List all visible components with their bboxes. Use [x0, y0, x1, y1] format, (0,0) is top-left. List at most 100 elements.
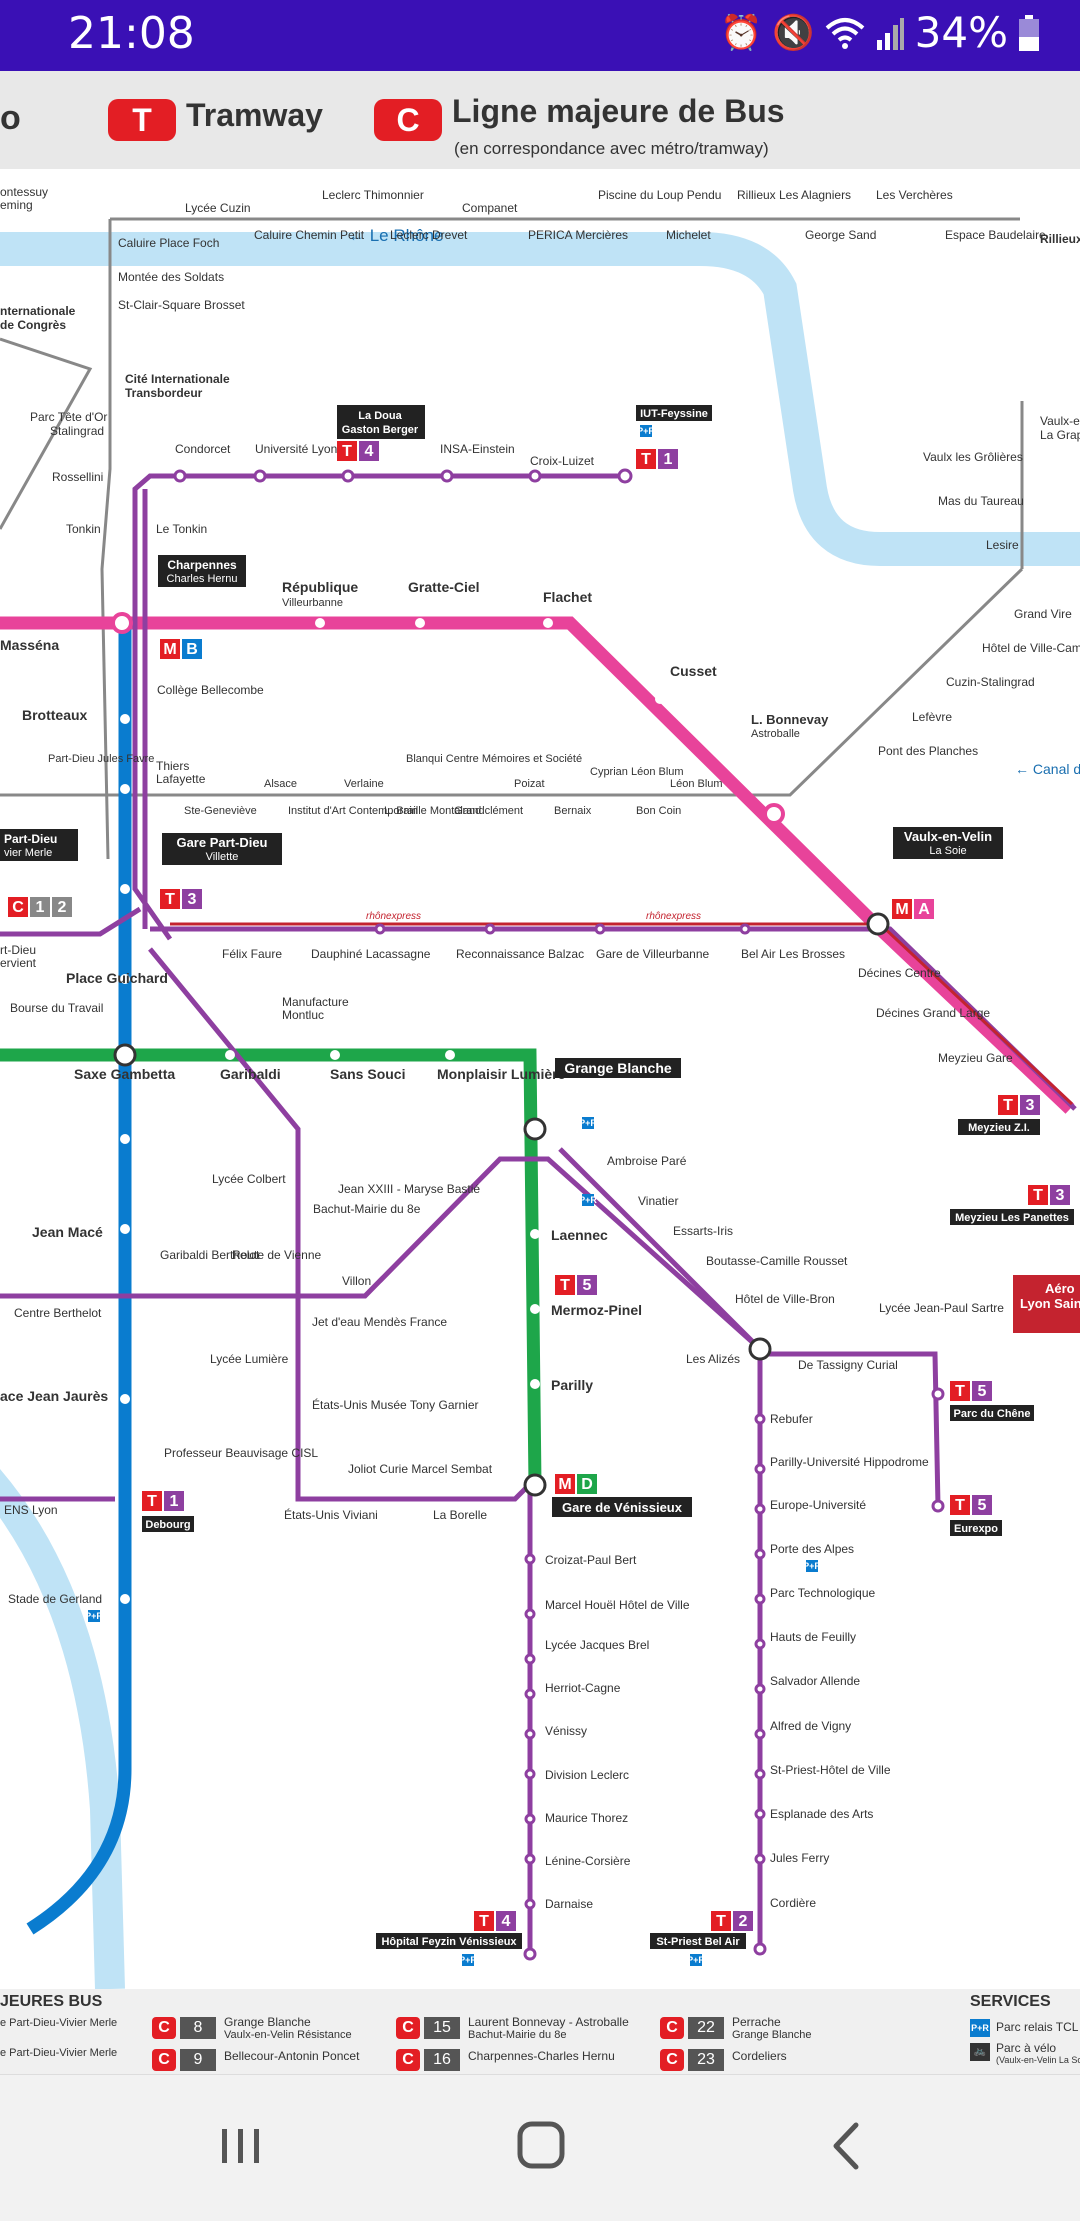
stop-label: Maurice Thorez: [545, 1811, 628, 1825]
stop-label: Caluire Place Foch: [118, 236, 219, 250]
park-ride-icon: P+R: [579, 1118, 597, 1128]
station-vaulx-soie: [866, 912, 890, 936]
station-insa: [440, 469, 454, 483]
stop-label: INSA-Einstein: [440, 442, 515, 456]
clock: 21:08: [68, 8, 195, 59]
stop-label: St-Priest-Hôtel de Ville: [770, 1763, 891, 1777]
recents-button[interactable]: [200, 2111, 280, 2181]
map-legend-bottom: JEURES BUS e Part-Dieu-Vivier Merle e Pa…: [0, 1989, 1080, 2074]
line-number-badge: 5: [978, 1497, 987, 1514]
stop-label: Lesire: [986, 538, 1019, 552]
home-button[interactable]: [500, 2111, 580, 2181]
station-name-box: La Doua: [358, 410, 402, 422]
park-ride-icon: P+R: [579, 1195, 597, 1205]
station-gratte-ciel: [415, 618, 425, 628]
stop-label: Hôtel de Ville-Camp: [982, 641, 1080, 655]
park-ride-icon: P+R: [803, 1561, 821, 1571]
station-republique: [315, 618, 325, 628]
metro-d-line: [0, 1048, 542, 1485]
transit-map[interactable]: ← Le Rhône ← Canal de: [0, 169, 1080, 1989]
stop-label: Sans Souci: [330, 1066, 405, 1082]
line-letter-badge: A: [918, 901, 930, 918]
station-flachet: [543, 618, 553, 628]
legend-fragment: e Part-Dieu-Vivier Merle: [0, 2047, 118, 2059]
tram-badge: T: [342, 443, 352, 460]
tram-badge: T: [108, 99, 176, 141]
stop-label: Vénissy: [545, 1724, 587, 1738]
legend-fragment: e Part-Dieu-Vivier Merle: [0, 2017, 118, 2029]
stop-label: Alsace: [264, 778, 297, 790]
stop-label: États-Unis Musée Tony Garnier: [312, 1397, 479, 1412]
stop-label: Jean XXIII - Maryse Bastié: [338, 1182, 480, 1196]
station-name-box: Debourg: [145, 1519, 190, 1531]
line-number-badge: 3: [188, 891, 197, 908]
stop-label: États-Unis Viviani: [284, 1507, 378, 1522]
bus-sublabel: (en correspondance avec métro/tramway): [454, 139, 769, 158]
stop-label: Europe-Université: [770, 1498, 866, 1512]
legend-item-text: Laurent Bonnevay - Astroballe: [468, 2015, 629, 2029]
stop-label: Marcel Houël Hôtel de Ville: [545, 1598, 690, 1612]
stop-label: Leclerc Drevet: [390, 228, 468, 242]
legend-item-sub: Vaulx-en-Velin Résistance: [224, 2029, 352, 2041]
station-name-box: Eurexpo: [954, 1523, 998, 1535]
stop-label: Mas du Taureau: [938, 494, 1024, 508]
line-number-badge: 4: [502, 1913, 511, 1930]
stop-label: Décines Centre: [858, 966, 941, 980]
stop-label: Place Guichard: [66, 970, 168, 986]
stop-label: Décines Grand Large: [876, 1006, 990, 1020]
bus-line-left: [0, 337, 93, 530]
stop-label: Gare de Villeurbanne: [596, 947, 710, 961]
stop-label: Caluire Chemin Petit: [254, 228, 365, 242]
bus-label: Ligne majeure de Bus: [452, 93, 785, 129]
stop-label: De Tassigny Curial: [798, 1358, 898, 1372]
stop-label: Companet: [462, 201, 518, 215]
stop-label: Esplanade des Arts: [770, 1807, 873, 1821]
stop-label: Collège Bellecombe: [157, 683, 264, 697]
stop-label: ENS Lyon: [4, 1503, 58, 1517]
park-ride-icon: P+R: [637, 426, 655, 436]
station-bonnevay: [763, 803, 785, 825]
stop-label: Montée des Soldats: [118, 270, 224, 284]
stop-label: Michelet: [666, 228, 711, 242]
stop-label: Léon Blum: [670, 778, 723, 790]
stop-label: Jet d'eau Mendès France: [312, 1315, 447, 1329]
line-number-badge: 2: [739, 1913, 748, 1930]
stop-label: PERICA Mercières: [528, 228, 628, 242]
legend-title: JEURES BUS: [0, 1993, 103, 2010]
station-name-box: Hôpital Feyzin Vénissieux: [381, 1936, 517, 1948]
stop-label: Grand Vire: [1014, 607, 1072, 621]
stop-label: Piscine du Loup Pendu: [598, 188, 721, 202]
stop-label: Rossellini: [52, 470, 103, 484]
stop-label: eming: [0, 198, 33, 212]
station-les-alizes: [748, 1337, 772, 1361]
stop-label: Masséna: [0, 637, 59, 653]
stop-label: Vaulx les Grôlières: [923, 450, 1023, 464]
stop-label: Leclerc Thimonnier: [322, 188, 424, 202]
stop-label: Lafayette: [156, 772, 206, 786]
tram-badge: T: [955, 1497, 965, 1514]
station-charpennes: [111, 612, 133, 634]
stop-label: Félix Faure: [222, 947, 282, 961]
canal-label: ← Canal de: [1015, 761, 1080, 777]
stop-label: Parilly-Université Hippodrome: [770, 1455, 929, 1469]
legend-line-number: 16: [424, 2049, 460, 2071]
stop-label: Ste-Geneviève: [184, 805, 257, 817]
stop-label: Alfred de Vigny: [770, 1719, 851, 1733]
back-button[interactable]: [808, 2111, 888, 2181]
stop-label: Parilly: [551, 1377, 593, 1393]
legend-item-text: Bellecour-Antonin Poncet: [224, 2049, 360, 2063]
stop-label: Lefèvre: [912, 710, 952, 724]
metro-badge: M: [895, 901, 908, 918]
stop-label: Bel Air Les Brosses: [741, 947, 845, 961]
stop-label: Garibaldi: [220, 1066, 281, 1082]
legend-line-number: 15: [424, 2017, 460, 2039]
stop-label: Brotteaux: [22, 707, 88, 723]
line-number-badge: 4: [365, 443, 374, 460]
aero-label: Aéro: [1045, 1281, 1075, 1296]
stop-label: Cordière: [770, 1896, 816, 1910]
tram-t1-south: [0, 906, 142, 937]
stop-label: ervient: [0, 956, 37, 970]
stop-label: Gratte-Ciel: [408, 579, 480, 595]
stop-label: Salvador Allende: [770, 1674, 860, 1688]
tram-badge: T: [955, 1383, 965, 1400]
